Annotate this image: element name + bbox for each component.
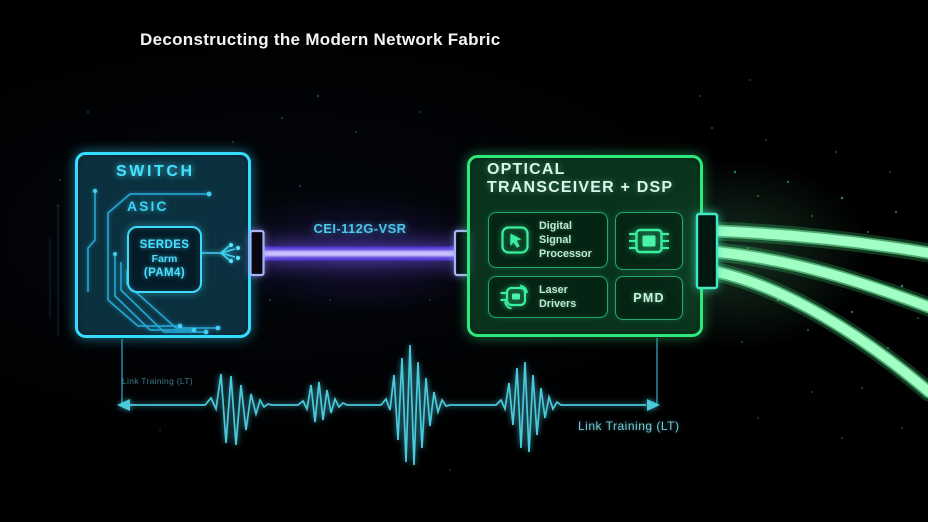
fiber-cables (707, 221, 928, 402)
page-title: Deconstructing the Modern Network Fabric (140, 30, 501, 49)
laser-drivers-label: Laser Drivers (539, 283, 577, 310)
serdes-line3: (PAM4) (143, 267, 186, 280)
serdes-line1: SERDES (139, 238, 190, 251)
dsp-component-box: Digital Signal Processor (488, 212, 608, 268)
fiber-connector (695, 212, 719, 290)
arrow-right-icon (647, 399, 660, 411)
pmd-label: PMD (633, 291, 665, 305)
chip-component-box (615, 212, 683, 270)
cei-link-label: CEI-112G-VSR (313, 221, 407, 236)
dsp-label: Digital Signal Processor (539, 219, 607, 262)
link-training-waveform (117, 344, 660, 466)
asic-label: ASIC (127, 198, 169, 214)
dsp-processor-icon (501, 226, 529, 254)
transceiver-title-line1: OPTICAL (487, 161, 566, 178)
transceiver-title-line2: TRANSCEIVER + DSP (487, 179, 674, 196)
arrow-left-icon (117, 399, 130, 411)
background-traces (49, 204, 60, 336)
serdes-farm-box: SERDES Farm (PAM4) (127, 226, 202, 293)
dsp-label-line1: Digital Signal (539, 219, 572, 246)
chip-icon (629, 228, 669, 254)
dsp-label-line2: Processor (539, 248, 592, 261)
switch-label: SWITCH (116, 163, 195, 180)
laser-drivers-component-box: Laser Drivers (488, 276, 608, 318)
pmd-component-box: PMD (615, 276, 683, 320)
link-connector-left (249, 229, 265, 277)
link-training-span (117, 338, 660, 466)
cei-link-bar (262, 246, 457, 261)
link-connector-right (453, 229, 471, 277)
serdes-fanout-traces (200, 242, 241, 264)
laser-driver-icon (500, 284, 528, 310)
transceiver-title: OPTICAL TRANSCEIVER + DSP (487, 161, 673, 197)
link-training-label-right: Link Training (LT) (578, 419, 680, 433)
serdes-line2: Farm (151, 252, 178, 265)
asic-circuit-traces (87, 188, 221, 335)
link-training-label-left: Link Training (LT) (122, 376, 193, 386)
